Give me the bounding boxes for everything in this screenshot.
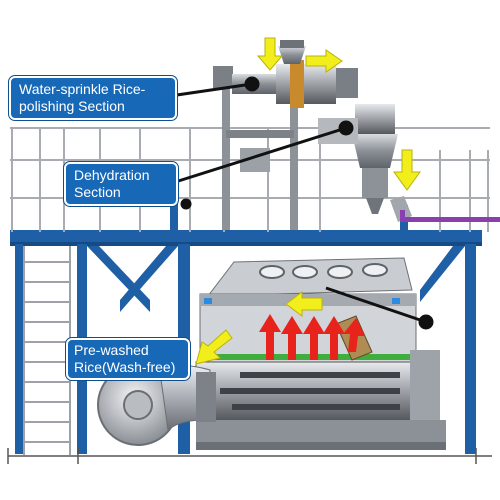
prewashed-line1: Pre-washed [74, 342, 149, 358]
leader-lines [169, 76, 434, 330]
prewashed-line2: Rice(Wash-free) [74, 359, 176, 375]
yellow-arrow-icon [195, 329, 233, 365]
yellow-arrow-icon [256, 37, 284, 71]
black-dot-icon [418, 314, 434, 330]
red-up-arrow-icon [343, 318, 365, 352]
ladder [23, 246, 71, 455]
purple-pipe [400, 210, 500, 222]
water-sprinkle-callout: Water-sprinkle Rice- polishing Section [9, 76, 177, 120]
prewashed-callout: Pre-washed Rice(Wash-free) [66, 338, 190, 380]
flow-arrows [195, 37, 421, 365]
water-sprinkle-line2: polishing Section [19, 98, 125, 114]
heat-arrows [259, 314, 365, 360]
black-dot-icon [180, 198, 192, 210]
yellow-arrow-icon [285, 291, 323, 317]
blower-fan [97, 364, 216, 446]
dryer-unit [195, 257, 446, 450]
ground-line [7, 448, 492, 464]
dehydration-line2: Section [74, 184, 121, 200]
black-dot-icon [244, 76, 260, 92]
water-sprinkle-line1: Water-sprinkle Rice- [19, 81, 146, 97]
black-dot-icon [338, 120, 354, 136]
yellow-arrow-icon [393, 149, 421, 191]
dehydration-line1: Dehydration [74, 167, 150, 183]
dehydration-callout: Dehydration Section [64, 162, 178, 206]
red-up-arrow-icon [259, 314, 281, 360]
red-up-arrow-icon [281, 316, 303, 360]
red-up-arrow-icon [303, 316, 325, 360]
yellow-arrow-icon [305, 49, 343, 73]
red-up-arrow-icon [323, 316, 345, 360]
